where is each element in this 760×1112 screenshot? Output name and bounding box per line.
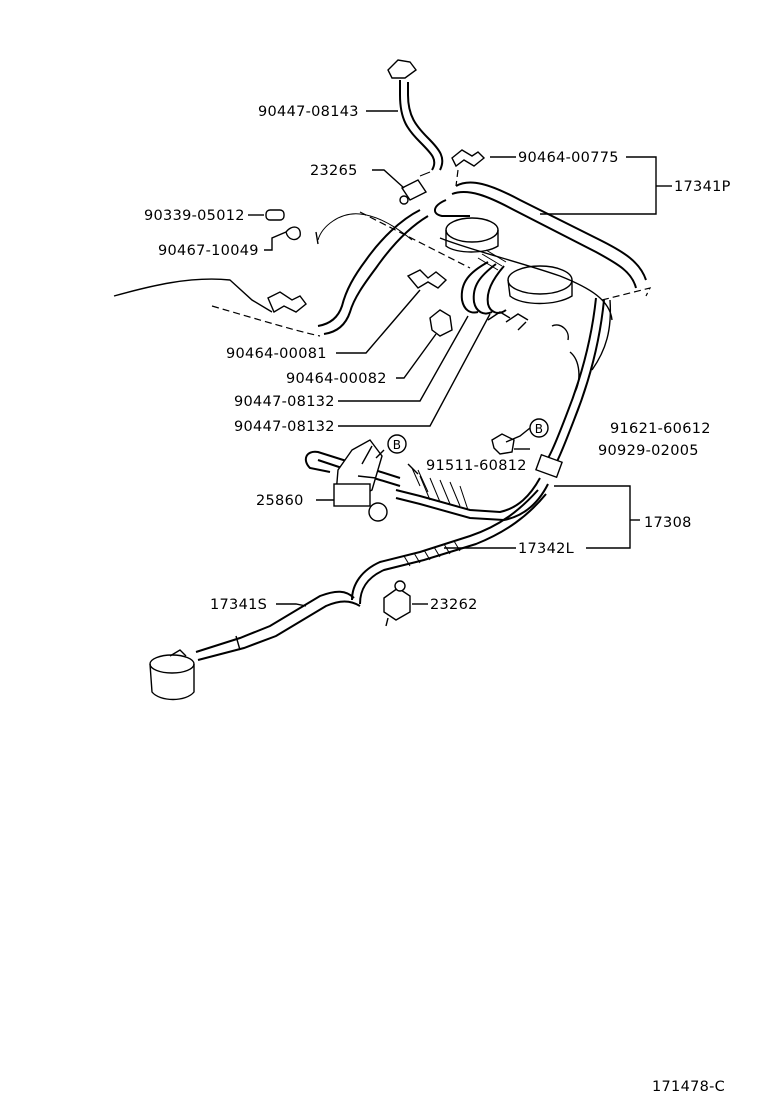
bracket-90464-00081 bbox=[406, 269, 448, 289]
hose-17341P bbox=[434, 181, 647, 289]
canister-top bbox=[439, 217, 613, 321]
clip-90467-10049 bbox=[285, 226, 301, 241]
ref-circle-b-2: B bbox=[529, 418, 549, 438]
label-90464-00082: 90464-00082 bbox=[286, 371, 387, 387]
fuel-filler-canister bbox=[149, 649, 195, 701]
lines-17308 bbox=[351, 297, 605, 605]
figure-code: 171478-C bbox=[652, 1079, 725, 1095]
label-90464-00775: 90464-00775 bbox=[518, 150, 619, 166]
hose-17341S bbox=[195, 590, 361, 661]
bracket-90929-02005 bbox=[491, 433, 515, 455]
hose-left-branch bbox=[315, 209, 429, 335]
ref-b-label-2: B bbox=[535, 422, 544, 436]
label-17308: 17308 bbox=[644, 515, 692, 531]
body-edge bbox=[113, 169, 652, 337]
vsv-25860 bbox=[333, 439, 388, 522]
hose-90447-08143 bbox=[387, 59, 444, 171]
label-90447-08143: 90447-08143 bbox=[258, 104, 359, 120]
label-91621-60612: 91621-60612 bbox=[610, 421, 711, 437]
leader-lines bbox=[248, 110, 672, 607]
bracket-90464-00082 bbox=[429, 309, 453, 337]
label-90447-08132-b: 90447-08132 bbox=[234, 419, 335, 435]
label-90467-10049: 90467-10049 bbox=[158, 243, 259, 259]
label-25860: 25860 bbox=[256, 493, 304, 509]
plug-90339-05012 bbox=[265, 209, 285, 221]
ref-circle-b-1: B bbox=[387, 434, 407, 454]
valve-23265 bbox=[399, 171, 431, 205]
label-23265: 23265 bbox=[310, 163, 358, 179]
label-90339-05012: 90339-05012 bbox=[144, 208, 245, 224]
label-91511-60812: 91511-60812 bbox=[426, 458, 527, 474]
label-23262: 23262 bbox=[430, 597, 478, 613]
label-90447-08132-a: 90447-08132 bbox=[234, 394, 335, 410]
label-17341S: 17341S bbox=[210, 597, 267, 613]
clamp-90464-00775 bbox=[451, 149, 486, 168]
brackets-misc bbox=[267, 291, 529, 331]
valve-23262 bbox=[383, 580, 411, 627]
label-90929-02005: 90929-02005 bbox=[598, 443, 699, 459]
hoses-90447-08132 bbox=[460, 249, 507, 315]
label-17341P: 17341P bbox=[674, 179, 731, 195]
label-90464-00081: 90464-00081 bbox=[226, 346, 327, 362]
label-17342L: 17342L bbox=[518, 541, 574, 557]
ref-b-label-1: B bbox=[393, 438, 402, 452]
